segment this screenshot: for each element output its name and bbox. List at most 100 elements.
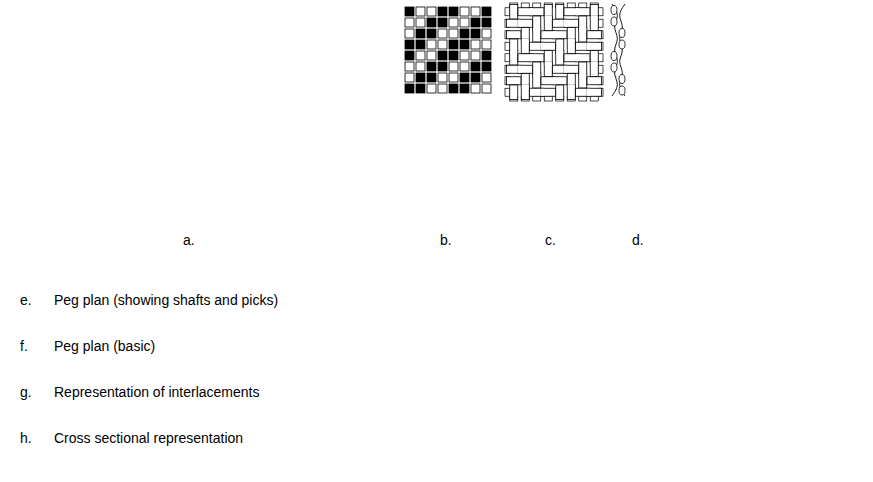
warp-float <box>590 51 598 66</box>
grid-cell <box>438 40 447 49</box>
weft-end <box>598 8 603 16</box>
weft-float <box>587 88 602 96</box>
warp-end <box>521 3 529 8</box>
grid-cell <box>449 40 458 49</box>
warp-end <box>544 96 552 101</box>
warp-float <box>579 62 587 77</box>
float-join <box>556 50 563 54</box>
grid-cell <box>405 40 414 49</box>
weft-float <box>518 8 533 16</box>
warp-float <box>579 16 587 31</box>
grid-cell <box>482 18 491 27</box>
warp-float <box>510 5 518 20</box>
float-join <box>575 54 579 61</box>
weft-float <box>564 8 579 16</box>
grid-cell <box>449 84 458 93</box>
list-letter: h. <box>20 430 32 447</box>
weft-float <box>587 77 602 85</box>
float-join <box>591 16 598 20</box>
grid-cell <box>471 7 480 16</box>
grid-cell <box>449 51 458 60</box>
weft-end <box>598 19 603 27</box>
grid-cell <box>460 73 469 82</box>
float-join <box>541 43 545 50</box>
warp-float <box>533 74 541 89</box>
yarn-section <box>611 63 617 72</box>
weft-end <box>505 42 510 50</box>
warp-float <box>521 85 529 100</box>
float-join <box>579 73 586 77</box>
weft-float <box>553 65 568 73</box>
warp-end <box>579 96 587 101</box>
warp-end <box>590 96 598 101</box>
float-join <box>568 85 575 89</box>
list-caption: Peg plan (showing shafts and picks) <box>54 292 278 309</box>
grid-cell <box>438 29 447 38</box>
grid-cell <box>482 29 491 38</box>
weft-end <box>598 54 603 62</box>
warp-end <box>567 3 575 8</box>
grid-cell <box>416 84 425 93</box>
warp-float <box>544 5 552 20</box>
grid-cell <box>460 51 469 60</box>
grid-cell <box>405 73 414 82</box>
grid-cell <box>471 62 480 71</box>
list-caption: Representation of interlacements <box>54 384 259 401</box>
yarn-path <box>612 4 617 96</box>
weft-float <box>576 8 591 16</box>
warp-float <box>556 85 564 100</box>
grid-cell <box>427 51 436 60</box>
grid-cell <box>482 7 491 16</box>
warp-float <box>521 39 529 54</box>
warp-float <box>567 74 575 89</box>
grid-cell <box>427 29 436 38</box>
yarn-section <box>611 17 617 26</box>
yarn-section <box>619 40 625 49</box>
warp-float <box>556 5 564 20</box>
warp-float <box>567 28 575 43</box>
weft-float <box>541 42 556 50</box>
weft-float <box>518 19 533 27</box>
list-letter: e. <box>20 292 32 309</box>
grid-cell <box>482 51 491 60</box>
weft-float <box>564 19 579 27</box>
float-join <box>568 39 575 43</box>
weft-float <box>541 31 556 39</box>
float-join <box>510 50 517 54</box>
grid-cell <box>416 40 425 49</box>
interlacement-drawing <box>505 3 603 101</box>
grid-cell <box>416 51 425 60</box>
grid-cell <box>427 18 436 27</box>
grid-cell <box>438 73 447 82</box>
grid-cell <box>416 29 425 38</box>
grid-cell <box>416 7 425 16</box>
warp-float <box>590 5 598 20</box>
weft-float <box>507 65 522 73</box>
float-join <box>533 27 540 31</box>
float-join <box>552 77 556 84</box>
panel-letter: b. <box>440 232 452 249</box>
weft-end <box>505 8 510 16</box>
grid-cell <box>438 18 447 27</box>
warp-float <box>567 39 575 54</box>
warp-float <box>567 85 575 100</box>
grid-cell <box>471 84 480 93</box>
grid-cell <box>460 18 469 27</box>
weft-float <box>564 65 579 73</box>
grid-cell <box>438 7 447 16</box>
yarn-path <box>620 4 625 96</box>
warp-end <box>533 96 541 101</box>
grid-cell <box>405 51 414 60</box>
grid-cell <box>449 29 458 38</box>
grid-cell <box>471 51 480 60</box>
weft-float <box>507 77 522 85</box>
weft-end <box>505 54 510 62</box>
warp-float <box>579 74 587 89</box>
float-join <box>522 85 529 89</box>
float-join <box>533 73 540 77</box>
grid-cell <box>471 29 480 38</box>
grid-cell <box>460 40 469 49</box>
warp-float <box>544 16 552 31</box>
warp-float <box>533 62 541 77</box>
